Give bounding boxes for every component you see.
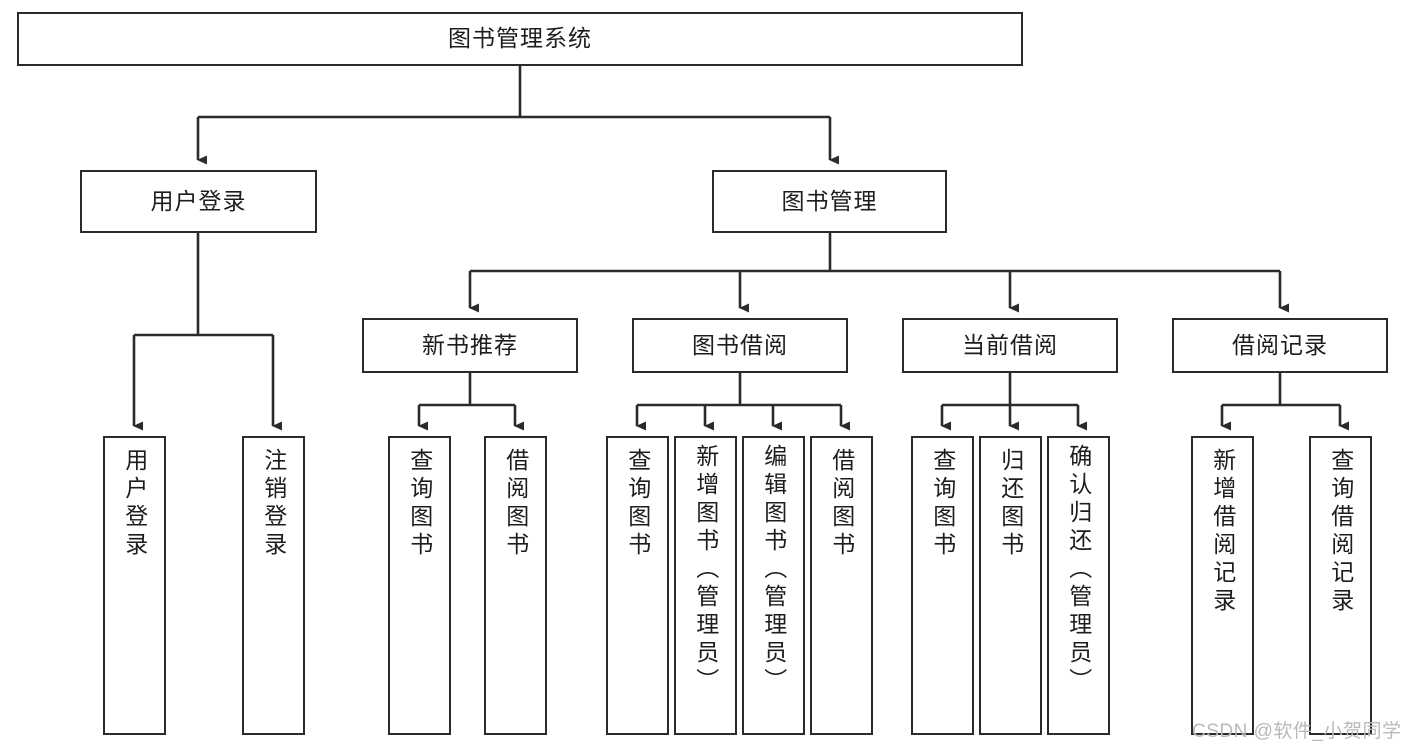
node-label: 编辑图书（管理员） <box>760 444 787 696</box>
node-user-login[interactable]: 用户登录 <box>80 170 317 233</box>
node-label: 图书借阅 <box>692 331 788 358</box>
leaf-new-book-query-book[interactable]: 查询图书 <box>388 436 451 735</box>
node-label: 用户登录 <box>121 448 148 560</box>
csdn-watermark: CSDN @软件_小贺同学 <box>1192 721 1402 742</box>
node-label: 注销登录 <box>260 448 287 560</box>
node-label: 查询图书 <box>929 448 956 560</box>
node-label: 查询借阅记录 <box>1327 448 1354 616</box>
node-label: 用户登录 <box>150 187 247 214</box>
node-label: 新书推荐 <box>422 331 518 358</box>
leaf-borrow-record-add-record[interactable]: 新增借阅记录 <box>1191 436 1254 735</box>
leaf-user-login-login[interactable]: 用户登录 <box>103 436 166 735</box>
leaf-book-borrow-add-book-admin[interactable]: 新增图书（管理员） <box>674 436 737 735</box>
node-label: 查询图书 <box>406 448 433 560</box>
node-label: 查询图书 <box>624 448 651 560</box>
node-label: 新增借阅记录 <box>1209 448 1236 616</box>
node-book-management[interactable]: 图书管理 <box>712 170 947 233</box>
node-label: 借阅图书 <box>828 448 855 560</box>
leaf-current-borrow-return-book[interactable]: 归还图书 <box>979 436 1042 735</box>
leaf-borrow-record-query-record[interactable]: 查询借阅记录 <box>1309 436 1372 735</box>
node-borrow-record[interactable]: 借阅记录 <box>1172 318 1388 373</box>
node-label: 图书管理系统 <box>448 25 592 52</box>
node-new-book-recommend[interactable]: 新书推荐 <box>362 318 578 373</box>
leaf-current-borrow-query-book[interactable]: 查询图书 <box>911 436 974 735</box>
node-label: 归还图书 <box>997 448 1024 560</box>
node-label: 确认归还（管理员） <box>1065 444 1092 696</box>
node-label: 借阅图书 <box>502 448 529 560</box>
node-root-book-management-system[interactable]: 图书管理系统 <box>17 12 1023 66</box>
node-label: 图书管理 <box>781 187 878 214</box>
node-current-borrow[interactable]: 当前借阅 <box>902 318 1118 373</box>
leaf-current-borrow-confirm-return-admin[interactable]: 确认归还（管理员） <box>1047 436 1110 735</box>
node-label: 当前借阅 <box>962 331 1058 358</box>
node-label: 借阅记录 <box>1232 331 1328 358</box>
leaf-user-login-logout[interactable]: 注销登录 <box>242 436 305 735</box>
node-label: 新增图书（管理员） <box>692 444 719 696</box>
leaf-new-book-borrow-book[interactable]: 借阅图书 <box>484 436 547 735</box>
node-book-borrow[interactable]: 图书借阅 <box>632 318 848 373</box>
leaf-book-borrow-edit-book-admin[interactable]: 编辑图书（管理员） <box>742 436 805 735</box>
leaf-book-borrow-borrow-book[interactable]: 借阅图书 <box>810 436 873 735</box>
leaf-book-borrow-query-book[interactable]: 查询图书 <box>606 436 669 735</box>
